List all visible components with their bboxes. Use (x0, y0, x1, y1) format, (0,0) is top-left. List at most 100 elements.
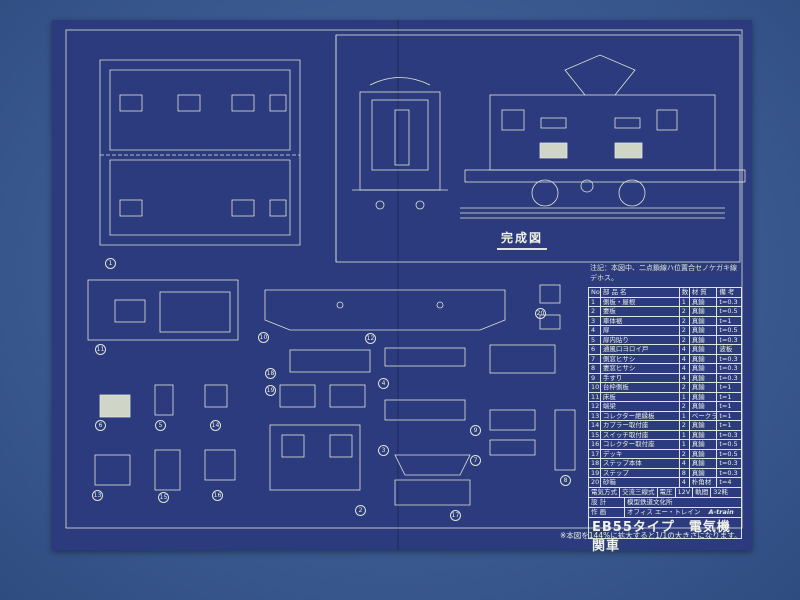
table-cell: 2 (680, 402, 690, 411)
table-cell: 11 (591, 392, 601, 401)
part-label: 13 (92, 490, 103, 501)
table-cell: 波板 (719, 345, 733, 353)
table-cell: 真鍮 (690, 468, 718, 477)
table-cell: 15 (591, 430, 601, 439)
table-cell: 4 (680, 373, 690, 382)
table-cell: 4 (680, 478, 690, 487)
table-cell: 真鍮 (690, 402, 718, 411)
part-label: 9 (470, 425, 481, 436)
table-cell: 扉 (601, 326, 680, 335)
table-cell: 車体裾 (601, 316, 680, 325)
table-cell: 真鍮 (690, 316, 718, 325)
table-cell: t=1 (719, 392, 732, 401)
part-1-body-sheet (99, 59, 301, 246)
table-row: 13コレクター絶縁板1ベークライトt=1 (589, 411, 741, 421)
part-label: 16 (212, 490, 223, 501)
part-label: 10 (258, 332, 269, 343)
front-view-drawing (352, 77, 448, 210)
table-cell: 19 (591, 468, 601, 477)
part-label: 4 (378, 378, 389, 389)
table-cell: 真鍮 (690, 459, 718, 468)
table-cell: 妻窓ヒサシ (601, 364, 680, 373)
table-cell: 4 (589, 326, 601, 335)
table-cell: 真鍮 (690, 364, 718, 373)
outer-border (65, 29, 743, 529)
part-label: 8 (560, 475, 571, 486)
table-cell: t=0.3 (719, 373, 738, 382)
header-material: 材 質 (690, 288, 718, 297)
table-cell: コレクター取付座 (601, 440, 680, 449)
drawing-title: EB55タイプ電気機関車 (589, 518, 741, 554)
table-cell: t=1 (719, 411, 732, 420)
table-cell: t=0.3 (719, 335, 738, 344)
part-10-frame-side (264, 289, 506, 331)
table-cell: 真鍮 (690, 345, 718, 354)
table-cell: 朴角材 (690, 478, 718, 487)
table-cell: 2 (680, 421, 690, 430)
part-20-sandbox (539, 284, 561, 330)
table-cell: 真鍮 (690, 354, 718, 363)
table-cell: 2 (680, 307, 690, 316)
header-no: No (591, 288, 601, 297)
table-cell: 17 (591, 449, 601, 458)
side-view-drawing (460, 54, 746, 219)
part-label: 2 (355, 505, 366, 516)
part-label: 20 (535, 308, 546, 319)
table-cell: 4 (680, 345, 690, 354)
table-cell: 床板 (601, 392, 680, 401)
table-cell: 真鍮 (690, 421, 718, 430)
table-cell: t=1 (719, 316, 732, 325)
table-cell: 台枠側板 (601, 383, 680, 392)
small-parts (94, 384, 576, 506)
table-cell: 10 (591, 383, 601, 392)
table-cell: 1 (589, 297, 601, 306)
table-cell: 5 (589, 335, 601, 344)
part-label: 1 (105, 258, 116, 269)
table-cell: 12 (591, 402, 601, 411)
spec-value: 交流三線式 (620, 487, 658, 497)
table-cell: 手すり (601, 373, 680, 382)
spec-row-design: 設 計 模型鉄道文化所 (589, 497, 741, 508)
table-cell: 8 (680, 468, 690, 477)
locomotive-type: 電気機関車 (592, 519, 731, 554)
part-11-floor-plate (87, 279, 239, 341)
table-cell: 14 (591, 421, 601, 430)
part-label: 14 (210, 420, 221, 431)
table-cell: 9 (589, 373, 601, 382)
part-label: 3 (378, 445, 389, 456)
part-label: 17 (450, 510, 461, 521)
part-label: 18 (265, 368, 276, 379)
fold-line (397, 20, 399, 550)
table-cell: t=1 (719, 383, 732, 391)
spec-label: 作 画 (589, 507, 625, 517)
table-cell: 7 (589, 354, 601, 363)
table-cell: 20 (591, 478, 601, 487)
table-cell: 2 (680, 383, 690, 392)
table-cell: 端梁 (601, 402, 680, 411)
table-cell: 1 (680, 440, 690, 449)
table-cell: t=0.5 (719, 326, 738, 334)
table-cell: t=0.5 (719, 449, 738, 458)
drawing-note: 注記：本図中、二点鎖線ハ位置合セノケガキ線デホス。 (590, 264, 737, 282)
table-cell: 真鍮 (690, 449, 718, 458)
model-name: EB55タイプ (592, 519, 675, 535)
table-cell: 2 (680, 335, 690, 344)
part-label: 7 (470, 455, 481, 466)
table-cell: カプラー取付座 (601, 421, 680, 430)
spec-label: 軌間 (693, 487, 712, 497)
header-part-name: 部 品 名 (601, 288, 680, 297)
table-cell: 16 (591, 440, 601, 449)
part-label: 6 (95, 420, 106, 431)
table-cell: ステップ本体 (601, 459, 680, 468)
